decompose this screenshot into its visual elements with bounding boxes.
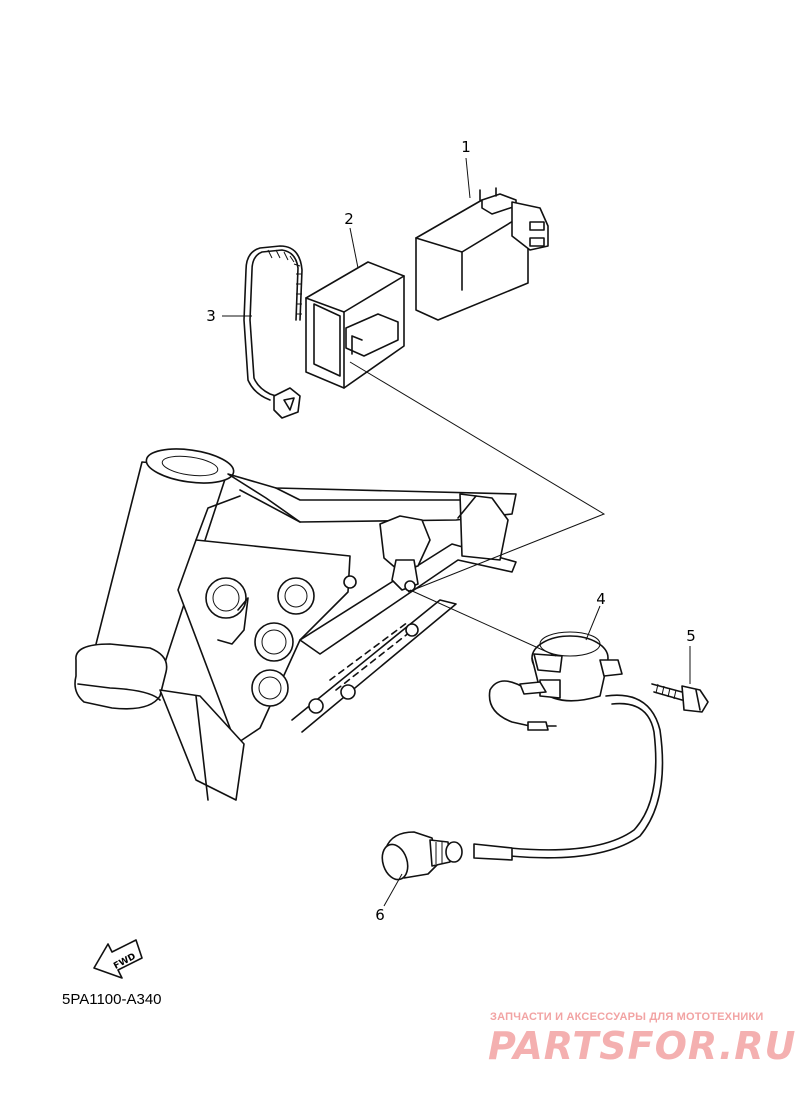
part-3-strap[interactable]	[243, 245, 303, 419]
watermark-logo: PARTSFOR.RU	[488, 1024, 797, 1068]
callout-3: 3	[206, 307, 216, 325]
callout-2: 2	[344, 210, 354, 228]
callout-4: 4	[596, 590, 606, 608]
part-1-cdi-unit[interactable]	[415, 187, 549, 321]
part-4-ignition-coil[interactable]	[473, 631, 664, 861]
part-2-cdi-holder[interactable]	[305, 261, 405, 389]
part-5-bolt[interactable]	[651, 683, 709, 713]
leader-lines	[222, 157, 691, 907]
part-6-spark-plug-cap[interactable]	[378, 831, 463, 883]
callout-1: 1	[461, 138, 471, 156]
watermark-tagline: ЗАПЧАСТИ И АКСЕССУАРЫ ДЛЯ МОТОТЕХНИКИ	[490, 1011, 764, 1023]
fwd-arrow-icon: FWD	[93, 939, 143, 979]
callout-5: 5	[686, 627, 696, 645]
frame-section	[74, 448, 517, 801]
callout-6: 6	[375, 906, 385, 924]
drawing-code: 5PA1100-A340	[62, 991, 162, 1008]
